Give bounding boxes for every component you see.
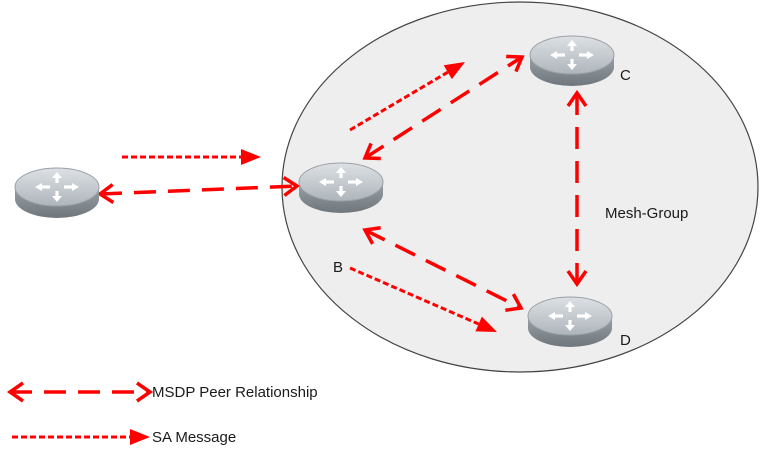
peer-arrow-left-b <box>96 176 301 204</box>
peer-arrow-b-d <box>362 226 524 312</box>
router-b-label: B <box>333 259 343 276</box>
peer-arrow-b-c <box>362 54 525 161</box>
router-d-icon <box>527 296 613 348</box>
peer-arrow-c-d <box>566 89 588 288</box>
router-c-icon <box>529 35 615 87</box>
arrows-layer <box>96 54 588 332</box>
sa-arrow-b-to-d <box>349 266 497 332</box>
router-left-icon <box>14 167 100 219</box>
legend-sa-label: SA Message <box>152 429 236 446</box>
legend-sa-arrow-icon <box>12 429 150 445</box>
sa-arrow-left-to-b <box>122 149 261 165</box>
router-d-label: D <box>620 332 631 349</box>
mesh-group-label: Mesh-Group <box>605 205 688 222</box>
legend-peer-label: MSDP Peer Relationship <box>152 384 318 401</box>
router-c-label: C <box>620 67 631 84</box>
legend-arrows <box>6 381 154 445</box>
router-b-icon <box>298 162 384 214</box>
sa-arrow-b-to-c <box>349 62 465 132</box>
legend-peer-arrow-icon <box>6 381 154 403</box>
